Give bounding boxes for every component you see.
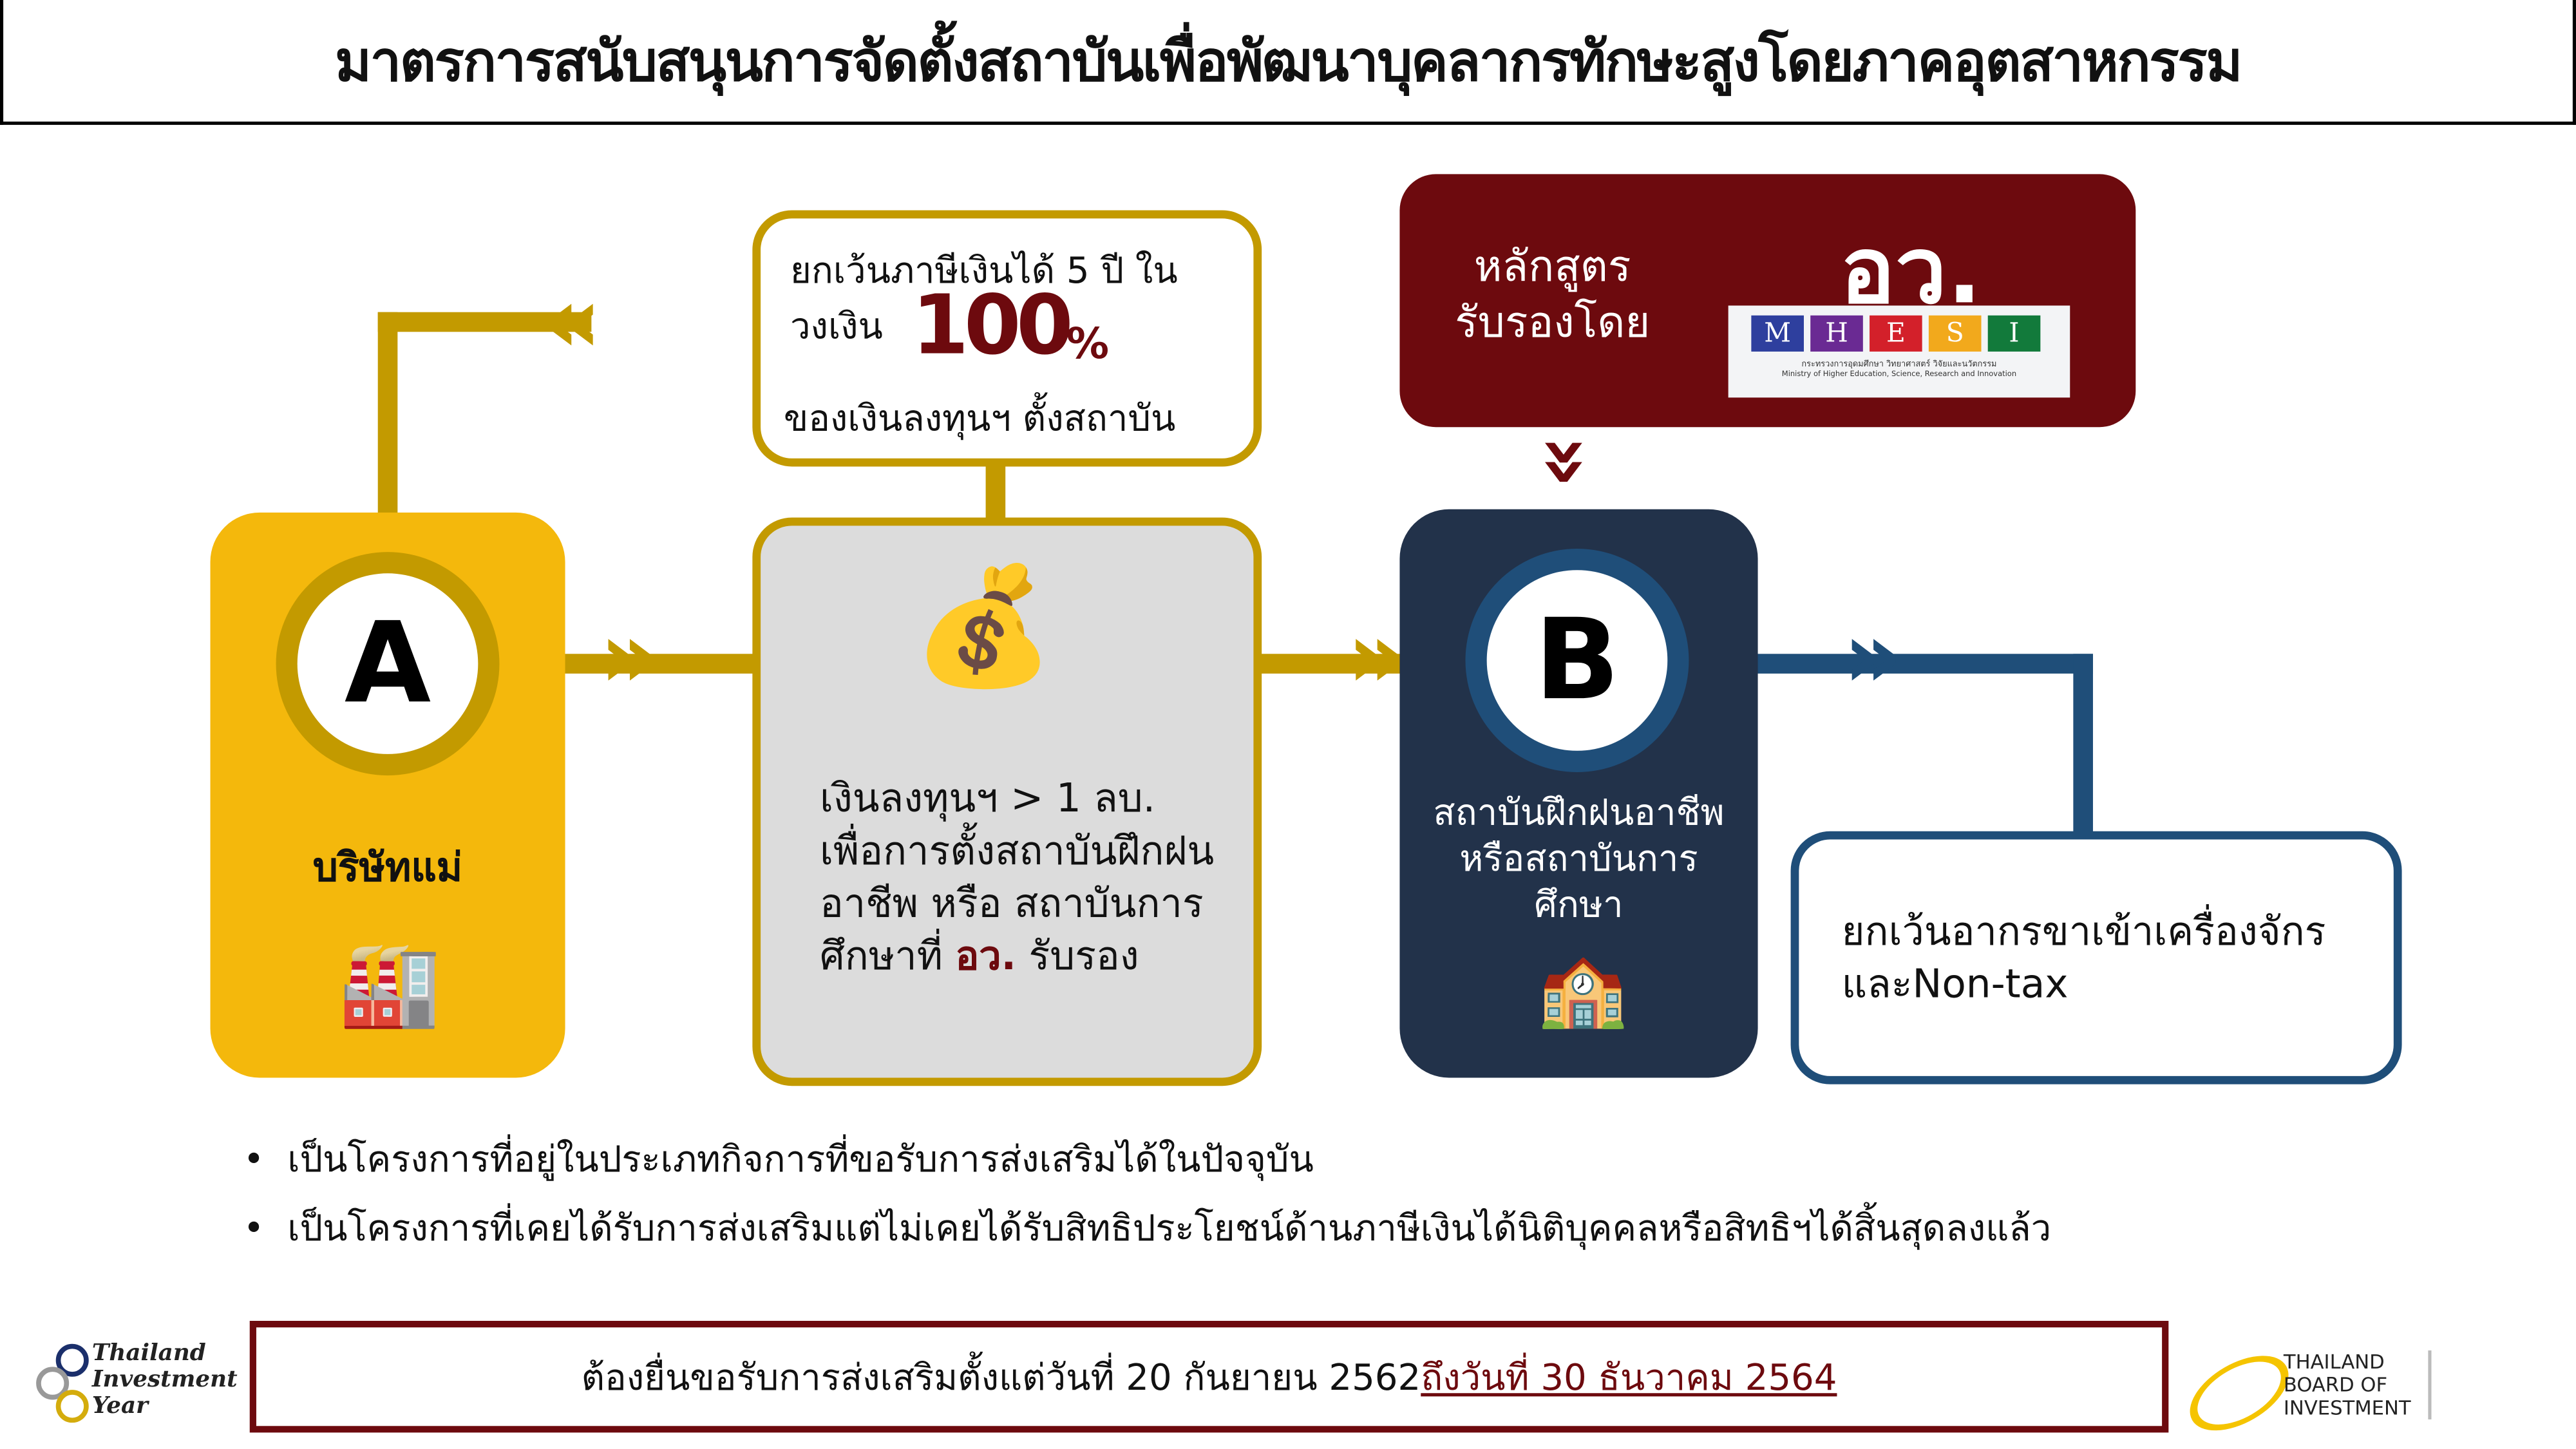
node-a-badge: A: [297, 573, 478, 754]
course-label: หลักสูตร: [1473, 243, 1631, 293]
bullet-text: เป็นโครงการที่เคยได้รับการส่งเสริมแต่ไม่…: [287, 1209, 2052, 1251]
certified-by-label: รับรองโดย: [1455, 299, 1651, 348]
tax-exemption-box: ยกเว้นภาษีเงินได้ 5 ปี ใน วงเงิน 100 % ข…: [752, 210, 1262, 467]
institute-label: สถาบันฝึกฝนอาชีพหรือสถาบันการศึกษา: [1433, 793, 1725, 927]
node-b-badge: B: [1486, 570, 1668, 751]
boi-logo-text: THAILAND BOARD OF INVESTMENT: [2283, 1350, 2431, 1420]
deadline-banner: ต้องยื่นขอรับการส่งเสริมตั้งแต่วันที่ 20…: [249, 1321, 2169, 1433]
import-duty-text: ยกเว้นอากรขาเข้าเครื่องจักร และNon-tax: [1841, 908, 2326, 1007]
tax-line3: ของเงินลงทุนฯ ตั้งสถาบัน: [783, 399, 1176, 440]
thailand-investment-year-logo: Thailand Investment Year: [30, 1340, 243, 1423]
chevron-right-icon: »: [1347, 603, 1407, 710]
bullet-item: • เป็นโครงการที่เคยได้รับการส่งเสริมแต่ไ…: [243, 1209, 2052, 1251]
factory-icon: 🏭: [338, 936, 441, 1032]
bullet-item: • เป็นโครงการที่อยู่ในประเภทกิจการที่ขอร…: [243, 1140, 1314, 1182]
mhesi-letter: I: [1987, 315, 2041, 352]
logo-text: Thailand: [91, 1340, 206, 1367]
mhesi-letter: H: [1810, 315, 1863, 352]
tax-line2: วงเงิน: [790, 307, 883, 348]
connector: [2073, 654, 2093, 838]
mhesi-letter: S: [1928, 315, 1982, 352]
investment-box: 💰 เงินลงทุนฯ > 1 ลบ. เพื่อการตั้งสถาบันฝ…: [752, 517, 1262, 1086]
boi-logo-icon: [2177, 1340, 2301, 1446]
mhesi-thai-name: กระทรวงการอุดมศึกษา วิทยาศาสตร์ วิจัยและ…: [1801, 359, 1997, 370]
chevron-right-icon: »: [600, 603, 659, 710]
connector: [377, 312, 592, 332]
import-duty-box: ยกเว้นอากรขาเข้าเครื่องจักร และNon-tax: [1790, 831, 2402, 1084]
money-bag-icon: 💰: [911, 558, 1056, 694]
logo-text: Year: [91, 1393, 148, 1420]
mhesi-abbr-highlight: อว.: [955, 933, 1016, 980]
parent-company-label: บริษัทแม่: [312, 844, 463, 891]
deadline-text: ต้องยื่นขอรับการส่งเสริมตั้งแต่วันที่ 20…: [581, 1358, 1421, 1399]
mhesi-letter: M: [1751, 315, 1804, 352]
mhesi-english-name: Ministry of Higher Education, Science, R…: [1781, 371, 2017, 380]
connector: [1692, 654, 2093, 674]
logo-text: THAILAND: [2283, 1350, 2385, 1374]
parent-company-box: A บริษัทแม่ 🏭: [210, 512, 565, 1078]
tax-percent-value: 100: [911, 278, 1074, 374]
deadline-date: ถึงวันที่ 30 ธันวาคม 2564: [1421, 1358, 1837, 1399]
chevron-right-icon: »: [1843, 603, 1903, 710]
investment-suffix: รับรอง: [1016, 933, 1139, 980]
logo-text: BOARD OF: [2283, 1373, 2388, 1397]
bullet-text: เป็นโครงการที่อยู่ในประเภทกิจการที่ขอรับ…: [287, 1140, 1314, 1182]
chevron-down-icon: »: [1520, 435, 1616, 489]
chevron-left-icon: «: [542, 267, 602, 375]
logo-text: Investment: [91, 1367, 238, 1394]
percent-sign: %: [1066, 320, 1110, 370]
institute-box: B สถาบันฝึกฝนอาชีพหรือสถาบันการศึกษา 🏫: [1399, 509, 1758, 1078]
tax-line1: ยกเว้นภาษีเงินได้ 5 ปี ใน: [790, 251, 1178, 293]
page-title: มาตรการสนับสนุนการจัดตั้งสถาบันเพื่อพัฒน…: [0, 0, 2576, 125]
investment-text: เงินลงทุนฯ > 1 ลบ. เพื่อการตั้งสถาบันฝึก…: [819, 775, 1215, 980]
school-icon: 🏫: [1537, 947, 1628, 1032]
logo-text: INVESTMENT: [2283, 1396, 2411, 1420]
mhesi-letter: E: [1870, 315, 1922, 352]
